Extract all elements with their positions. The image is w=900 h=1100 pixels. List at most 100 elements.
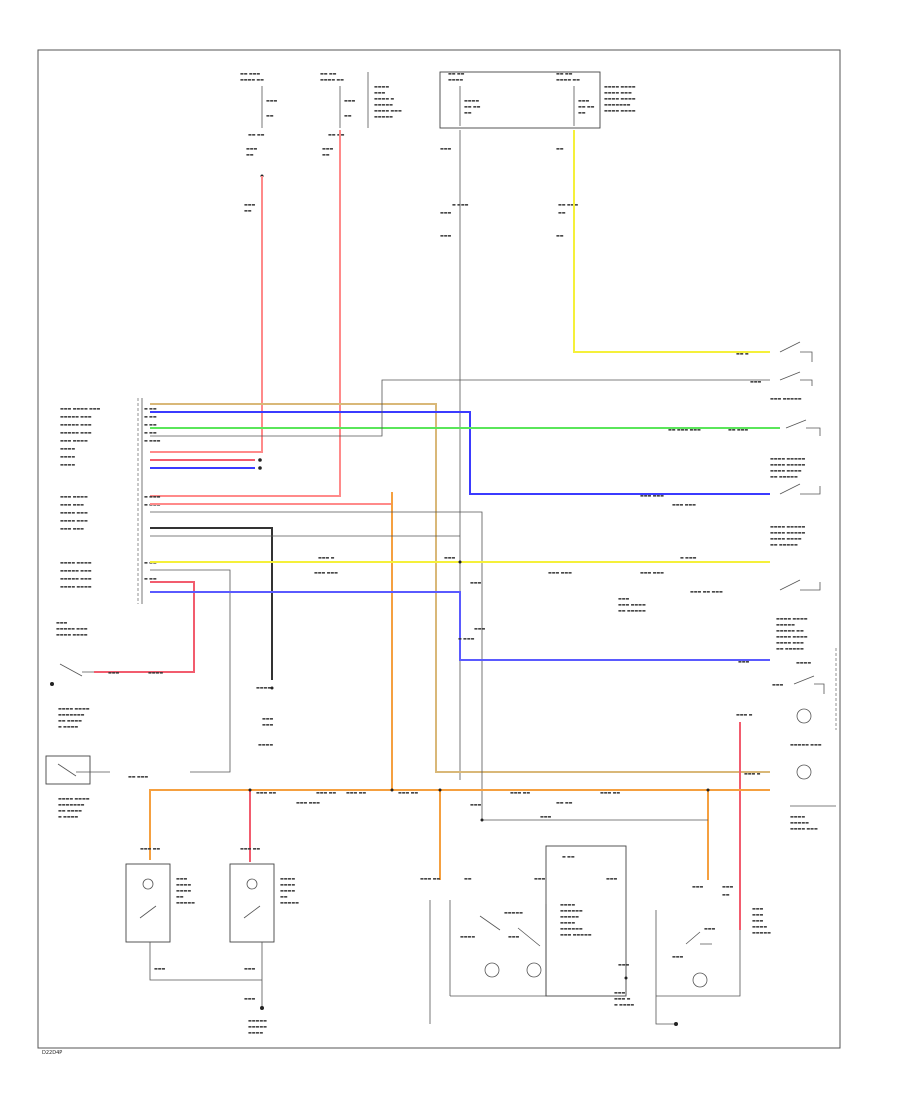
svg-text:▬▬▬ ▬▬▬▬ ▬▬▬: ▬▬▬ ▬▬▬▬ ▬▬▬ (60, 406, 101, 411)
svg-text:▬▬ ▬▬▬: ▬▬ ▬▬▬ (128, 774, 148, 779)
wire-red-feed-left (150, 176, 263, 453)
svg-text:▬ ▬▬▬▬: ▬ ▬▬▬▬ (58, 724, 78, 729)
svg-text:▬▬▬▬: ▬▬▬▬ (374, 84, 389, 89)
svg-text:▬▬▬: ▬▬▬ (108, 670, 120, 675)
svg-text:▬▬▬: ▬▬▬ (176, 876, 188, 881)
fuse-block-right: ▬▬ ▬▬ ▬▬▬▬ ▬▬▬▬ ▬▬ ▬▬ ▬▬ ▬▬ ▬▬ ▬▬▬▬ ▬▬ ▬… (439, 71, 636, 238)
svg-text:▬▬▬ ▬▬▬: ▬▬▬ ▬▬▬ (640, 570, 664, 575)
svg-text:▬▬: ▬▬ (722, 892, 730, 897)
svg-text:▬▬▬▬: ▬▬▬▬ (560, 920, 575, 925)
svg-text:▬▬ ▬▬▬: ▬▬ ▬▬▬ (240, 71, 260, 76)
svg-text:▬▬▬▬: ▬▬▬▬ (248, 1030, 263, 1035)
svg-text:▬▬▬▬▬ ▬▬▬: ▬▬▬▬▬ ▬▬▬ (60, 576, 92, 581)
svg-text:▬▬▬▬▬▬▬: ▬▬▬▬▬▬▬ (604, 102, 631, 107)
svg-text:▬ ▬▬: ▬ ▬▬ (562, 854, 575, 859)
wire-tan-mid (150, 511, 483, 820)
svg-text:▬▬▬▬ ▬▬▬▬: ▬▬▬▬ ▬▬▬▬ (604, 96, 636, 101)
svg-text:▬▬▬: ▬▬▬ (606, 876, 618, 881)
svg-text:▬▬▬▬ ▬▬▬▬: ▬▬▬▬ ▬▬▬▬ (56, 632, 88, 637)
svg-text:▬▬▬ ▬▬▬▬: ▬▬▬ ▬▬▬▬ (60, 438, 88, 443)
svg-text:▬▬▬▬ ▬▬▬▬: ▬▬▬▬ ▬▬▬▬ (58, 706, 90, 711)
svg-text:▬ ▬▬: ▬ ▬▬ (144, 430, 157, 435)
svg-text:▬▬▬ ▬▬▬▬: ▬▬▬ ▬▬▬▬ (60, 494, 88, 499)
svg-text:▬▬▬ ▬: ▬▬▬ ▬ (318, 555, 335, 560)
svg-text:▬▬▬▬▬: ▬▬▬▬▬ (374, 102, 393, 107)
svg-text:▬▬▬▬ ▬▬▬▬▬: ▬▬▬▬ ▬▬▬▬▬ (770, 456, 806, 461)
svg-text:▬▬: ▬▬ (280, 894, 288, 899)
svg-text:▬▬▬▬▬: ▬▬▬▬▬ (280, 900, 299, 905)
svg-text:▬▬▬ ▬: ▬▬▬ ▬ (614, 996, 631, 1001)
svg-text:▬▬▬: ▬▬▬ (474, 626, 486, 631)
svg-text:▬▬▬▬ ▬▬: ▬▬▬▬ ▬▬ (240, 77, 264, 82)
wire-blue-top (150, 411, 770, 495)
svg-text:▬▬ ▬▬▬▬▬: ▬▬ ▬▬▬▬▬ (770, 474, 798, 479)
svg-text:▬▬▬: ▬▬▬ (440, 233, 452, 238)
svg-text:▬ ▬▬▬: ▬ ▬▬▬ (144, 438, 161, 443)
svg-text:▬▬▬: ▬▬▬ (244, 966, 256, 971)
lamp-box-right: ▬▬▬▬ ▬▬▬▬ ▬▬▬▬ ▬▬ ▬▬▬▬▬ (229, 863, 299, 943)
svg-text:▬▬▬▬ ▬▬▬▬: ▬▬▬▬ ▬▬▬▬ (776, 634, 808, 639)
svg-text:▬▬▬▬: ▬▬▬▬ (280, 882, 295, 887)
svg-text:▬▬▬ ▬▬▬: ▬▬▬ ▬▬▬ (296, 800, 320, 805)
svg-text:▬▬ ▬▬▬▬: ▬▬ ▬▬▬▬ (58, 718, 82, 723)
bulb-relay-group: ▬▬▬▬▬ ▬▬▬▬ ▬▬▬ ▬ ▬▬ ▬▬▬ ▬▬▬ ▬▬▬▬ ▬▬▬▬▬▬ … (429, 845, 634, 1024)
svg-text:▬▬▬▬ ▬▬▬▬▬: ▬▬▬▬ ▬▬▬▬▬ (770, 530, 806, 535)
right-bottom-module: ▬▬▬ ▬▬▬ ▬▬▬ ▬▬▬▬ ▬▬▬▬▬ ▬▬▬ ▬▬▬ (655, 906, 771, 1026)
svg-text:▬▬▬▬ ▬▬▬▬: ▬▬▬▬ ▬▬▬▬ (776, 616, 808, 621)
lamp-box-left: ▬▬▬ ▬▬▬▬ ▬▬▬▬ ▬▬ ▬▬▬▬▬ (125, 863, 195, 943)
svg-text:▬▬▬▬▬: ▬▬▬▬▬ (560, 914, 579, 919)
svg-text:▬▬▬: ▬▬▬ (704, 926, 716, 931)
svg-text:▬▬▬▬▬▬▬: ▬▬▬▬▬▬▬ (58, 712, 85, 717)
svg-text:▬▬▬▬: ▬▬▬▬ (60, 454, 75, 459)
svg-text:▬▬ ▬▬▬▬▬: ▬▬ ▬▬▬▬▬ (618, 608, 646, 613)
svg-text:▬▬▬▬▬: ▬▬▬▬▬ (776, 622, 795, 627)
svg-text:▬▬▬▬▬: ▬▬▬▬▬ (248, 1018, 267, 1023)
svg-text:▬▬▬: ▬▬▬ (344, 98, 356, 103)
svg-text:▬▬▬▬: ▬▬▬▬ (796, 660, 811, 665)
svg-text:▬▬▬▬ ▬▬▬▬: ▬▬▬▬ ▬▬▬▬ (604, 84, 636, 89)
svg-text:▬▬▬ ▬▬▬: ▬▬▬ ▬▬▬ (548, 570, 572, 575)
svg-text:▬▬ ▬▬▬: ▬▬ ▬▬▬ (728, 427, 748, 432)
svg-text:▬▬▬: ▬▬▬ (672, 954, 684, 959)
svg-text:▬▬▬▬▬▬: ▬▬▬▬▬▬ (560, 926, 583, 931)
svg-text:▬▬ ▬▬: ▬▬ ▬▬ (464, 104, 481, 109)
diagram-border (37, 49, 841, 1049)
svg-text:▬▬▬▬: ▬▬▬▬ (176, 888, 191, 893)
svg-text:▬▬ ▬▬: ▬▬ ▬▬ (556, 71, 573, 76)
svg-text:▬▬▬▬ ▬▬▬▬: ▬▬▬▬ ▬▬▬▬ (60, 560, 92, 565)
svg-text:▬ ▬▬▬: ▬ ▬▬▬ (680, 555, 697, 560)
svg-text:▬▬▬▬ ▬▬▬: ▬▬▬▬ ▬▬▬ (604, 90, 632, 95)
svg-text:▬ ▬▬: ▬ ▬▬ (144, 576, 157, 581)
svg-text:▬▬ ▬▬▬▬▬: ▬▬ ▬▬▬▬▬ (776, 646, 804, 651)
wire-labels: ▬▬ ▬ ▬▬▬ ▬▬ ▬▬▬ ▬▬▬ ▬▬ ▬▬▬ ▬▬▬ ▬▬▬ ▬▬▬ ▬… (108, 351, 762, 690)
svg-text:▬▬▬▬ ▬▬▬: ▬▬▬▬ ▬▬▬ (374, 108, 402, 113)
svg-text:▬▬▬▬ ▬▬▬▬: ▬▬▬▬ ▬▬▬▬ (770, 536, 802, 541)
svg-text:▬▬▬: ▬▬▬ (692, 884, 704, 889)
svg-text:▬▬▬▬▬ ▬▬▬: ▬▬▬▬▬ ▬▬▬ (790, 742, 822, 747)
svg-text:▬▬▬▬▬: ▬▬▬▬▬ (504, 910, 523, 915)
svg-text:▬▬▬: ▬▬▬ (618, 596, 630, 601)
wire-yellow-feed (573, 130, 770, 353)
svg-text:▬ ▬▬: ▬ ▬▬ (144, 422, 157, 427)
svg-text:▬▬▬▬ ▬▬▬▬: ▬▬▬▬ ▬▬▬▬ (604, 108, 636, 113)
svg-text:▬▬▬: ▬▬▬ (322, 146, 334, 151)
svg-text:▬▬▬: ▬▬▬ (750, 379, 762, 384)
svg-text:▬▬ ▬▬: ▬▬ ▬▬ (328, 132, 345, 137)
svg-text:▬▬ ▬▬: ▬▬ ▬▬ (448, 71, 465, 76)
wire-black-top (150, 379, 770, 437)
svg-text:▬▬: ▬▬ (246, 152, 254, 157)
svg-text:▬▬▬: ▬▬▬ (262, 716, 274, 721)
svg-text:▬ ▬▬▬: ▬ ▬▬▬ (144, 494, 161, 499)
svg-text:▬▬▬ ▬: ▬▬▬ ▬ (744, 771, 761, 776)
wire-gray-low (150, 569, 231, 773)
svg-text:▬▬▬▬▬: ▬▬▬▬▬ (752, 930, 771, 935)
svg-text:▬▬: ▬▬ (176, 894, 184, 899)
svg-text:▬▬▬▬ ▬▬▬▬: ▬▬▬▬ ▬▬▬▬ (60, 584, 92, 589)
svg-text:▬▬▬: ▬▬▬ (440, 146, 452, 151)
svg-text:▬▬: ▬▬ (244, 208, 252, 213)
wire-black-ground (150, 527, 273, 680)
svg-text:▬▬: ▬▬ (344, 113, 352, 118)
svg-text:▬▬ ▬▬: ▬▬ ▬▬ (556, 800, 573, 805)
svg-text:▬▬: ▬▬ (464, 876, 472, 881)
lamp-ground-bus (149, 942, 263, 1008)
